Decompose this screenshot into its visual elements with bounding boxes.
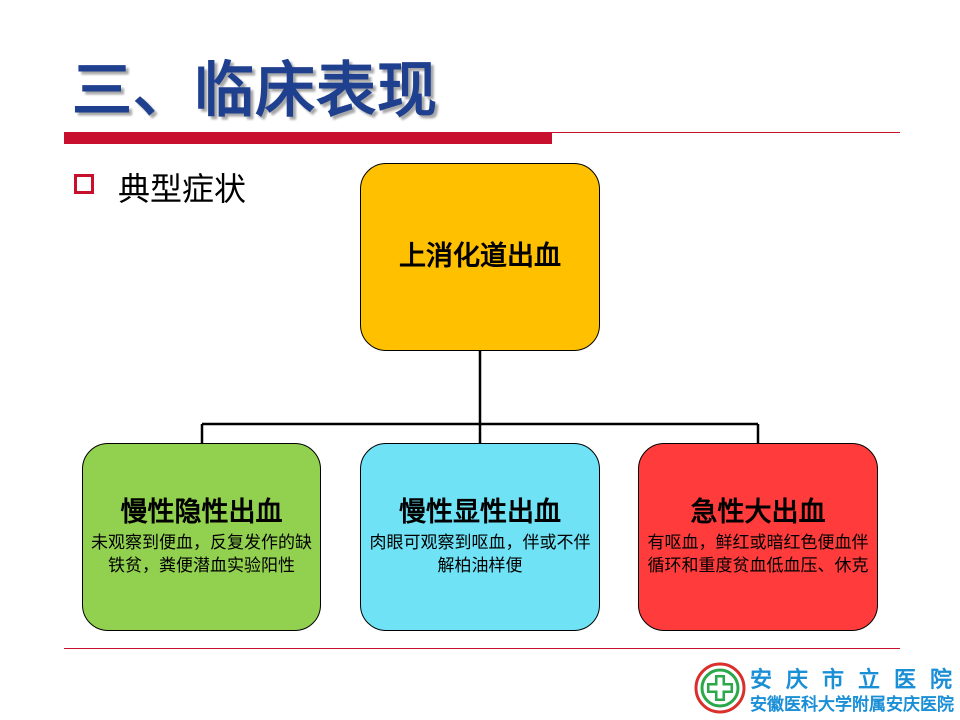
title-underline-thin bbox=[552, 132, 900, 133]
child-node-chronic-occult: 慢性隐性出血 未观察到便血，反复发作的缺铁贫，粪便潜血实验阳性 bbox=[82, 443, 321, 631]
square-bullet-icon bbox=[74, 174, 94, 194]
slide-title: 三、临床表现 bbox=[72, 56, 438, 126]
child-node-title: 慢性隐性出血 bbox=[120, 497, 283, 529]
logo-text-primary: 安庆市立医院 bbox=[750, 668, 960, 693]
root-node-label: 上消化道出血 bbox=[399, 241, 561, 273]
hospital-logo: 安庆市立医院 安徽医科大学附属安庆医院 bbox=[694, 660, 954, 716]
child-node-title: 急性大出血 bbox=[690, 497, 826, 529]
child-node-acute-massive: 急性大出血 有呕血，鲜红或暗红色便血伴循环和重度贫血低血压、休克 bbox=[638, 443, 878, 631]
child-node-desc: 有呕血，鲜红或暗红色便血伴循环和重度贫血低血压、休克 bbox=[647, 532, 869, 576]
child-node-desc: 未观察到便血，反复发作的缺铁贫，粪便潜血实验阳性 bbox=[91, 532, 312, 576]
child-node-chronic-overt: 慢性显性出血 肉眼可观察到呕血，伴或不伴解柏油样便 bbox=[360, 443, 600, 631]
title-underline-thick bbox=[64, 132, 552, 144]
root-node: 上消化道出血 bbox=[360, 163, 600, 351]
child-node-desc: 肉眼可观察到呕血，伴或不伴解柏油样便 bbox=[369, 532, 591, 576]
footer-divider bbox=[64, 648, 900, 649]
section-subtitle: 典型症状 bbox=[118, 170, 247, 208]
logo-text-secondary: 安徽医科大学附属安庆医院 bbox=[750, 695, 954, 715]
hospital-cross-icon bbox=[694, 662, 746, 714]
child-node-title: 慢性显性出血 bbox=[399, 497, 561, 529]
